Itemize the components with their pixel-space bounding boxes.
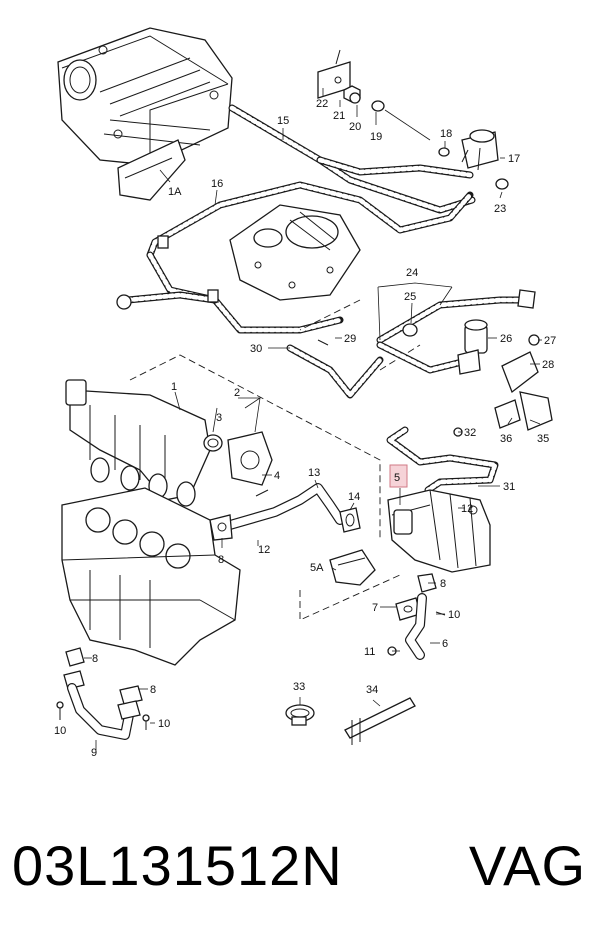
brand-name: VAG: [468, 834, 586, 897]
label-33: 33: [293, 681, 305, 693]
label-34: 34: [366, 684, 378, 696]
label-28: 28: [542, 359, 554, 371]
label-8b: 8: [440, 578, 446, 590]
label-19: 19: [370, 131, 382, 143]
label-15: 15: [277, 115, 289, 127]
label-8c: 8: [92, 653, 98, 665]
label-26: 26: [500, 333, 512, 345]
label-2: 2: [234, 387, 240, 399]
coolant-hose-31: [386, 426, 499, 513]
label-14: 14: [348, 491, 360, 503]
label-8a: 8: [218, 554, 224, 566]
label-10a: 10: [448, 609, 460, 621]
part-number: 03L131512N: [12, 834, 343, 897]
label-18: 18: [440, 128, 452, 140]
exhaust-manifold: [65, 379, 211, 507]
label-3: 3: [216, 412, 222, 424]
label-32: 32: [464, 427, 476, 439]
leader-lines: [84, 88, 542, 750]
exploded-parts-diagram: 1A 15 16 17 18 19 20 21 22 23 24 25 26 2…: [54, 27, 556, 759]
label-11: 11: [364, 646, 375, 658]
cable-tie-34: [344, 697, 416, 745]
label-22: 22: [316, 98, 328, 110]
label-4: 4: [274, 470, 280, 482]
vacuum-hose-30: [286, 339, 384, 399]
label-31: 31: [503, 481, 515, 493]
label-25: 25: [404, 291, 416, 303]
label-12a: 12: [258, 544, 270, 556]
label-9: 9: [91, 747, 97, 759]
label-13: 13: [308, 467, 320, 479]
label-20: 20: [349, 121, 361, 133]
return-pipe-9: [56, 647, 150, 740]
engine-cover-part: [229, 204, 361, 301]
egr-pipe-13: [214, 483, 361, 538]
egr-valve-2: [203, 431, 273, 497]
label-6: 6: [442, 638, 448, 650]
label-12b: 12: [461, 503, 473, 515]
label-27: 27: [544, 335, 556, 347]
egr-cooler-5: [387, 489, 491, 573]
highlight-box-part-5: [389, 464, 408, 488]
vacuum-hose-16: [116, 181, 474, 334]
part-labels: 1A 15 16 17 18 19 20 21 22 23 24 25 26 2…: [54, 98, 556, 759]
label-7: 7: [372, 602, 378, 614]
label-5A: 5A: [310, 562, 324, 574]
label-10b: 10: [158, 718, 170, 730]
label-29: 29: [344, 333, 356, 345]
label-1: 1: [171, 381, 177, 393]
label-23: 23: [494, 203, 506, 215]
flange-and-pipe-6: [387, 573, 446, 660]
air-filter-housing: [57, 27, 233, 201]
hose-clamp-33: [285, 704, 315, 726]
vacuum-hose-15: [228, 104, 476, 214]
valve-assembly-24: [376, 289, 553, 431]
label-24: 24: [406, 267, 418, 279]
label-17: 17: [508, 153, 520, 165]
label-16: 16: [211, 178, 223, 190]
label-21: 21: [333, 110, 345, 122]
engine-block: [61, 487, 241, 666]
label-35: 35: [537, 433, 549, 445]
bracket-and-fasteners: [317, 49, 509, 190]
label-1A: 1A: [168, 186, 182, 198]
bracket-5a: [329, 549, 376, 586]
label-36: 36: [500, 433, 512, 445]
label-30: 30: [250, 343, 262, 355]
label-10c: 10: [54, 725, 66, 737]
label-8d: 8: [150, 684, 156, 696]
label-5: 5: [394, 472, 400, 484]
